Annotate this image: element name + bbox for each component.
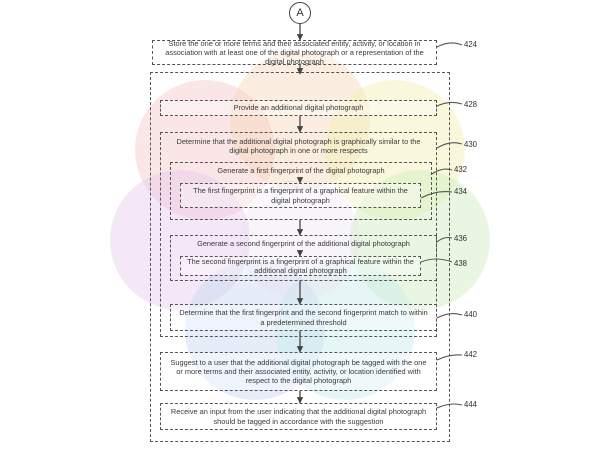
step-ref-428: 428 — [464, 100, 478, 109]
outer-group — [150, 72, 450, 442]
step-438-box: The second fingerprint is a fingerprint … — [180, 256, 421, 276]
connector-a: A — [289, 2, 311, 24]
step-430-box: Determine that the additional digital ph… — [162, 134, 435, 158]
step-text: Determine that the first fingerprint and… — [179, 308, 428, 327]
step-text: The first fingerprint is a fingerprint o… — [193, 186, 408, 205]
ref-leader — [436, 42, 463, 48]
step-436-box: Generate a second fingerprint of the add… — [172, 237, 435, 250]
step-436-group — [170, 235, 437, 281]
step-text: Suggest to a user that the additional di… — [170, 357, 427, 386]
step-434-box: The first fingerprint is a fingerprint o… — [180, 183, 421, 208]
step-text: Determine that the additional digital ph… — [176, 136, 421, 155]
step-ref-432: 432 — [454, 165, 468, 174]
step-ref-444: 444 — [464, 400, 478, 409]
step-ref-424: 424 — [464, 40, 478, 49]
step-432-group — [170, 162, 432, 220]
step-ref-436: 436 — [454, 234, 468, 243]
step-text: Receive an input from the user indicatin… — [170, 407, 427, 426]
step-430-group — [160, 132, 437, 337]
step-ref-442: 442 — [464, 350, 478, 359]
step-text: Generate a first fingerprint of the digi… — [217, 165, 385, 175]
step-text: Store the one or more terms and their as… — [165, 38, 424, 67]
step-text: Provide an additional digital photograph — [233, 103, 364, 113]
step-ref-440: 440 — [464, 310, 478, 319]
step-432-box: Generate a first fingerprint of the digi… — [172, 164, 430, 177]
step-424-box: Store the one or more terms and their as… — [152, 38, 437, 67]
connector-label: A — [296, 7, 304, 19]
step-428-box: Provide an additional digital photograph — [160, 100, 437, 116]
step-ref-438: 438 — [454, 259, 468, 268]
step-ref-430: 430 — [464, 140, 478, 149]
step-ref-434: 434 — [454, 187, 468, 196]
step-442-box: Suggest to a user that the additional di… — [160, 352, 437, 391]
ref-leader — [431, 168, 453, 175]
step-440-box: Determine that the first fingerprint and… — [170, 304, 437, 331]
step-text: Generate a second fingerprint of the add… — [197, 238, 410, 248]
step-text: The second fingerprint is a fingerprint … — [187, 256, 414, 275]
ref-leader — [436, 236, 453, 243]
step-444-box: Receive an input from the user indicatin… — [160, 403, 437, 430]
